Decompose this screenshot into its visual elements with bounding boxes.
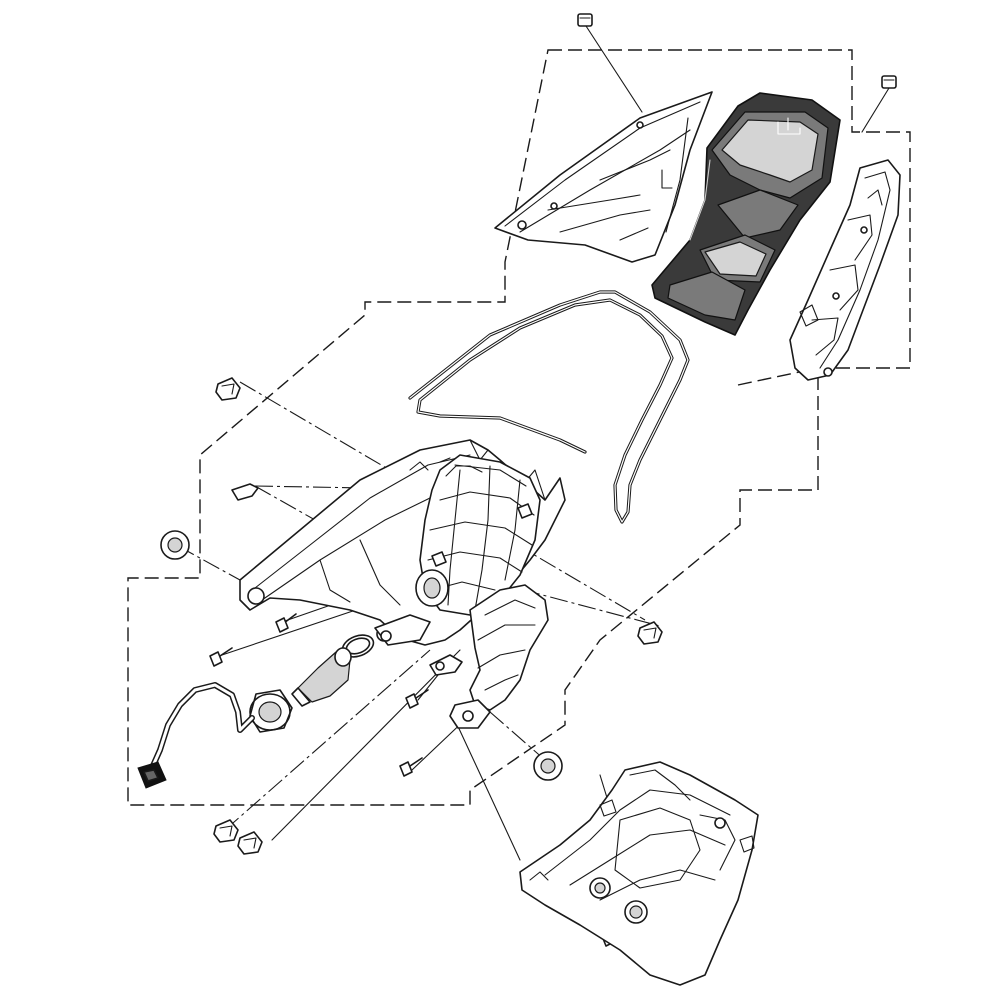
bulb	[291, 647, 352, 707]
bulb-socket-wiring	[149, 682, 293, 771]
small-bracket	[231, 483, 259, 501]
screw-4	[399, 757, 423, 777]
seat-cowl	[651, 92, 841, 336]
side-cowl-right	[789, 159, 901, 381]
nut-top-left	[577, 13, 593, 27]
side-cowl-left	[494, 91, 713, 263]
nut-top-right	[881, 75, 897, 89]
clip-nut-right	[637, 621, 663, 645]
seat-lock-cable	[408, 290, 690, 524]
connector-plug	[137, 761, 167, 789]
clip-nut-upper-left	[215, 377, 241, 401]
bulb-socket-mount	[374, 569, 449, 646]
grommet-right	[533, 751, 563, 781]
screw-1	[209, 647, 233, 667]
clip-nut-bottom-2	[237, 831, 263, 855]
clip-nut-bottom-1	[213, 819, 239, 843]
screw-3	[405, 689, 429, 709]
screw-2	[275, 613, 297, 633]
license-bracket	[519, 761, 759, 986]
rear-fender	[429, 584, 549, 729]
grommet-left	[160, 530, 190, 560]
